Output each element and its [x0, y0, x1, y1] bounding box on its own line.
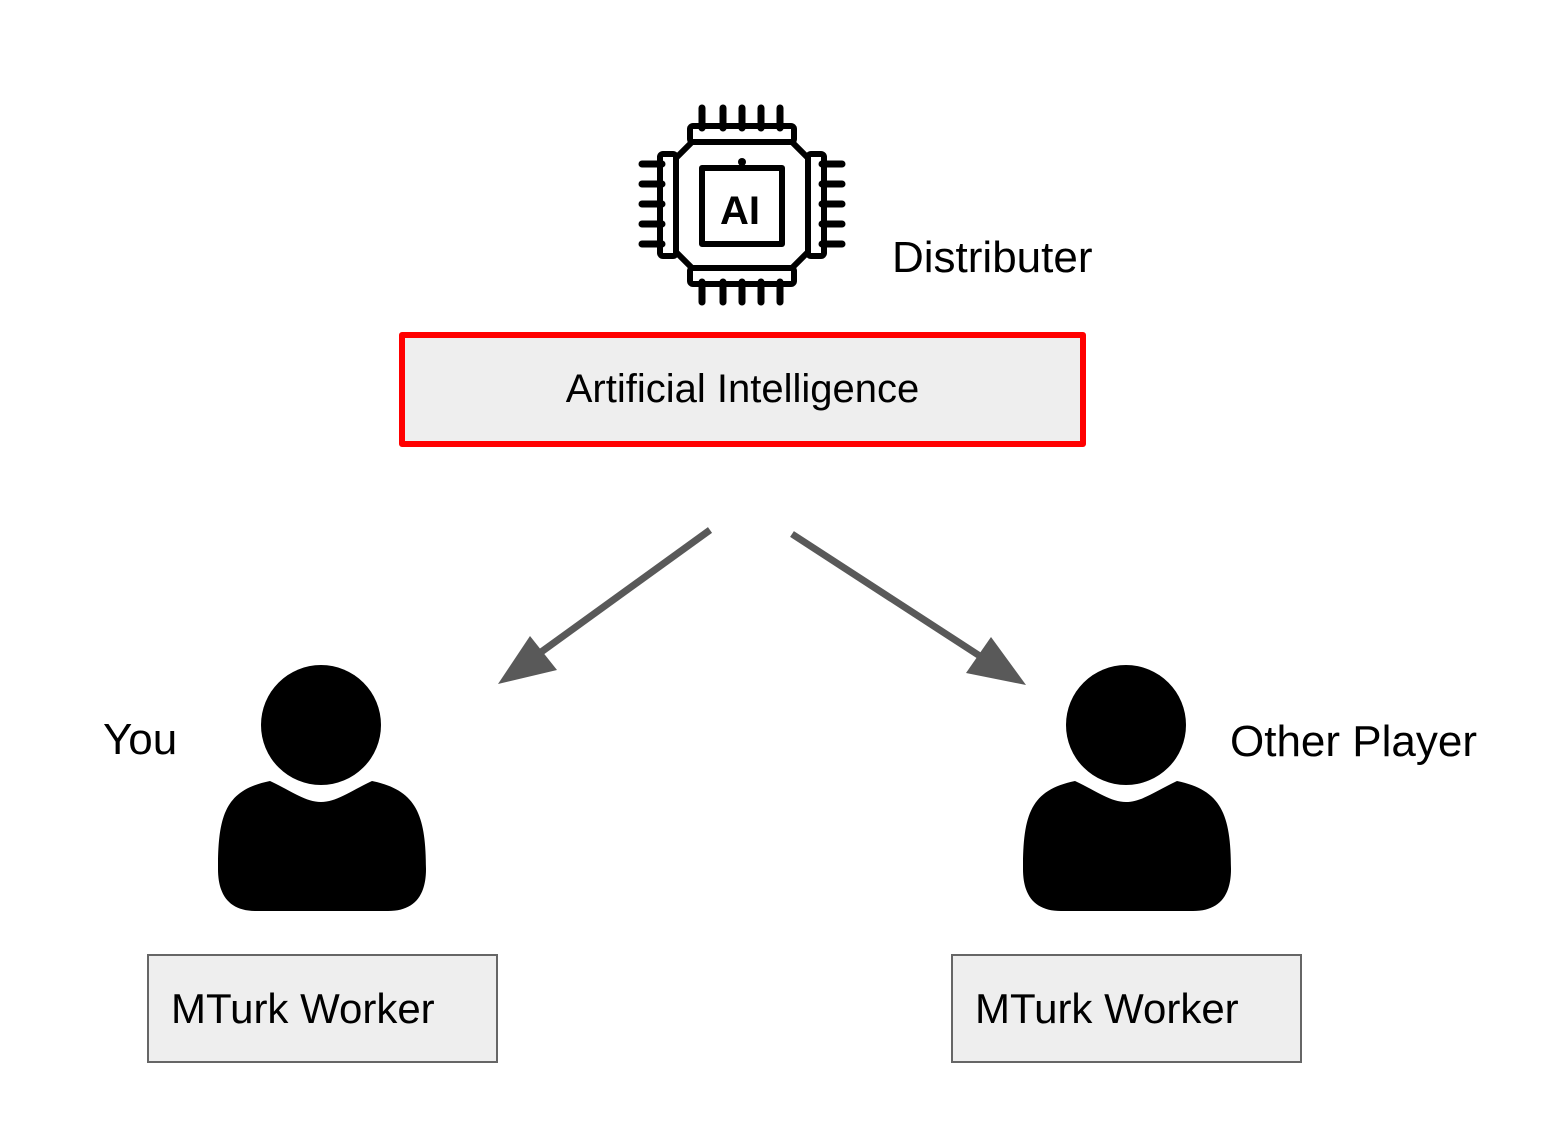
svg-text:AI: AI — [720, 189, 760, 233]
person-icon — [218, 665, 426, 911]
you-label: You — [103, 715, 178, 764]
mturk-worker-box-other-player: MTurk Worker — [951, 954, 1302, 1063]
person-icon — [1023, 665, 1231, 911]
mturk-worker-label: MTurk Worker — [171, 984, 435, 1032]
mturk-worker-label: MTurk Worker — [975, 984, 1239, 1032]
distributer-label: Distributer — [892, 233, 1093, 282]
arrow-to-other-player — [790, 531, 1026, 685]
artificial-intelligence-box: Artificial Intelligence — [399, 332, 1086, 447]
arrow-to-you — [498, 527, 713, 684]
ai-chip-icon: AI — [638, 104, 846, 306]
other-player-label: Other Player — [1230, 717, 1477, 766]
artificial-intelligence-label: Artificial Intelligence — [565, 367, 920, 411]
mturk-worker-box-you: MTurk Worker — [147, 954, 498, 1063]
